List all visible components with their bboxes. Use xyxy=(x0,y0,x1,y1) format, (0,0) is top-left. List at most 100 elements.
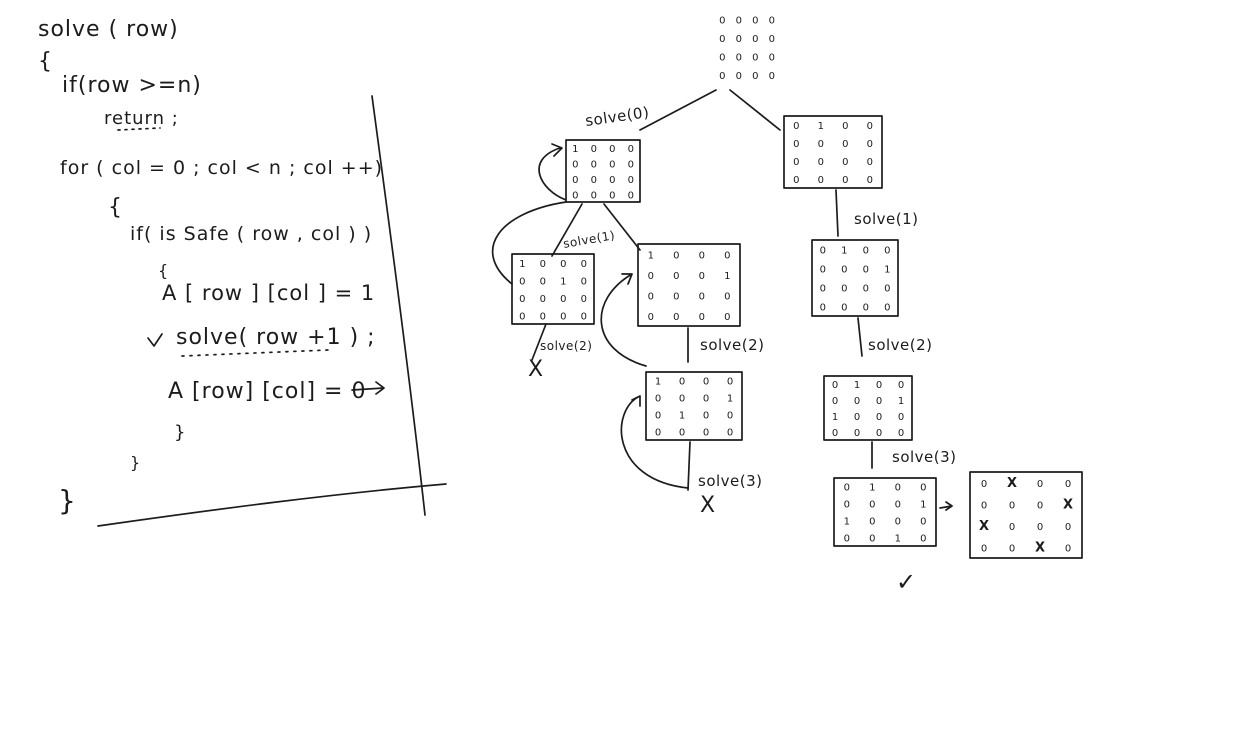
board-cell: 0 xyxy=(884,246,890,257)
board-cell: 0 xyxy=(628,144,634,155)
board-frame xyxy=(969,471,1083,559)
board-cell: 1 xyxy=(560,276,566,287)
board-frame xyxy=(645,371,743,441)
board-cell: 1 xyxy=(898,396,904,407)
code-line-13: } xyxy=(130,453,141,472)
code-line-9: A [ row ] [col ] = 1 xyxy=(162,281,375,305)
board-cell: 0 xyxy=(719,15,725,26)
board-cell: 0 xyxy=(895,500,901,511)
board-cell: 0 xyxy=(572,175,578,186)
board-cell: 0 xyxy=(769,34,775,45)
board-cell: 0 xyxy=(884,284,890,295)
board-cell: 0 xyxy=(648,312,654,323)
dead-end-mark-mid: X xyxy=(700,493,715,518)
board-cell: 1 xyxy=(920,500,926,511)
backtrack-arrow-L3b xyxy=(600,273,647,367)
board-cell: 0 xyxy=(867,139,873,150)
board-cell: 0 xyxy=(842,121,848,132)
code-line-8: { xyxy=(158,261,169,280)
board-cell: 0 xyxy=(727,411,733,422)
code-line-12: } xyxy=(174,422,186,443)
board-cell: 0 xyxy=(540,276,546,287)
board-cell: 0 xyxy=(1065,479,1071,490)
label-solve-2-mid: solve(2) xyxy=(700,336,765,354)
code-line-10: solve( row +1 ) ; xyxy=(176,325,376,350)
board-cell: 0 xyxy=(609,144,615,155)
board-cell: 0 xyxy=(818,139,824,150)
board-cell: 0 xyxy=(981,479,987,490)
board-cell: 0 xyxy=(867,157,873,168)
board-cell: 0 xyxy=(1009,522,1015,533)
board-cell: 0 xyxy=(832,396,838,407)
board-cell: 0 xyxy=(752,52,758,63)
board-frame xyxy=(565,139,641,203)
board-cell: 0 xyxy=(867,121,873,132)
edge-L1-L2b xyxy=(603,203,641,251)
board-cell: 1 xyxy=(727,394,733,405)
board-cell: 0 xyxy=(736,71,742,82)
board-cell: 0 xyxy=(793,157,799,168)
board-cell: 1 xyxy=(572,144,578,155)
board-cell: 0 xyxy=(1037,522,1043,533)
board-cell: 0 xyxy=(736,52,742,63)
board-cell: 0 xyxy=(591,159,597,170)
board-cell: 0 xyxy=(863,246,869,257)
board-cell: X xyxy=(1063,497,1073,512)
code-line-5: for ( col = 0 ; col < n ; col ++) xyxy=(60,157,383,179)
board-cell: 1 xyxy=(841,246,847,257)
board-cell: 0 xyxy=(609,175,615,186)
board-cell: 0 xyxy=(655,428,661,439)
board-cell: 0 xyxy=(1009,543,1015,554)
board-cell: 0 xyxy=(854,428,860,439)
board-cell: 0 xyxy=(673,250,679,261)
board-cell: 0 xyxy=(736,34,742,45)
board-cell: 0 xyxy=(863,284,869,295)
label-solve-1-right: solve(1) xyxy=(854,210,919,228)
backtrack-arrow-L1 xyxy=(538,143,567,201)
edge-R1-R2 xyxy=(835,189,839,237)
code-line-4: return ; xyxy=(104,108,179,129)
edge-L2a-dead xyxy=(531,323,547,361)
recursion-tree: solve(0) solve(1) solve(2) solve(2) solv… xyxy=(491,15,1083,596)
board-cell: 0 xyxy=(869,500,875,511)
edge-R2-R3 xyxy=(857,317,863,357)
board-cell: 0 xyxy=(703,428,709,439)
board-cell: 0 xyxy=(884,303,890,314)
arrow-R4-final xyxy=(939,501,953,511)
board-cell: 0 xyxy=(895,517,901,528)
board-cell: 0 xyxy=(648,271,654,282)
board-cell: 0 xyxy=(673,291,679,302)
board-cell: 0 xyxy=(920,517,926,528)
board-cell: 0 xyxy=(736,15,742,26)
board-cell: 0 xyxy=(591,190,597,201)
board-cell: 1 xyxy=(844,517,850,528)
code-line-1: solve ( row) xyxy=(38,17,179,42)
board-cell: 0 xyxy=(818,157,824,168)
board-cell: 1 xyxy=(655,377,661,388)
board-cell: 0 xyxy=(540,294,546,305)
board-cell: 0 xyxy=(1037,479,1043,490)
board-cell: 0 xyxy=(628,190,634,201)
label-solve-0: solve(0) xyxy=(584,103,650,130)
board-cell: 0 xyxy=(793,175,799,186)
board-cell: 0 xyxy=(1037,500,1043,511)
board-cell: 0 xyxy=(869,517,875,528)
board-cell: X xyxy=(1035,540,1045,555)
board-cell: 0 xyxy=(699,250,705,261)
board-cell: 0 xyxy=(1065,522,1071,533)
board-cell: 0 xyxy=(769,71,775,82)
board-cell: 0 xyxy=(655,411,661,422)
board-cell: 0 xyxy=(854,396,860,407)
board-cell: 0 xyxy=(609,159,615,170)
board-cell: 0 xyxy=(581,276,587,287)
code-underline-return xyxy=(117,127,161,131)
board-cell: 0 xyxy=(581,294,587,305)
board-cell: 0 xyxy=(724,250,730,261)
board-cell: 0 xyxy=(648,291,654,302)
dead-end-mark-left: X xyxy=(528,357,543,382)
board-cell: 1 xyxy=(648,250,654,261)
